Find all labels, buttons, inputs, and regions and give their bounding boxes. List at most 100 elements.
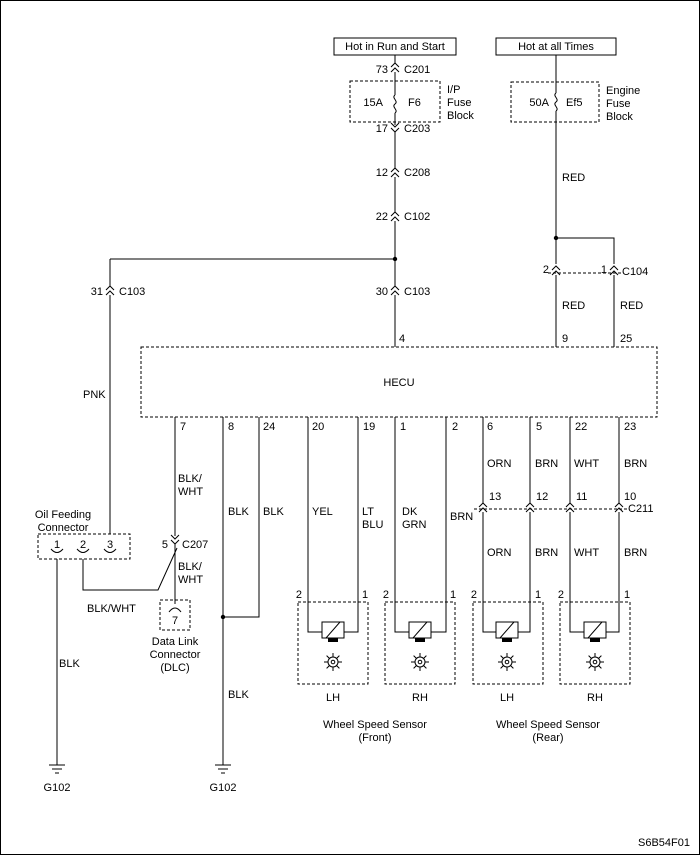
connector-c211-pin-11 bbox=[565, 502, 575, 513]
svg-text:BRN: BRN bbox=[535, 547, 558, 559]
svg-text:Block: Block bbox=[447, 110, 474, 122]
sensor-front-rh: 2 1 RH bbox=[383, 589, 456, 704]
svg-text:8: 8 bbox=[228, 421, 234, 433]
svg-text:BRN: BRN bbox=[535, 458, 558, 470]
svg-text:9: 9 bbox=[562, 333, 568, 345]
svg-text:6: 6 bbox=[487, 421, 493, 433]
svg-text:2: 2 bbox=[383, 589, 389, 601]
svg-text:24: 24 bbox=[263, 421, 275, 433]
svg-text:G102: G102 bbox=[210, 782, 237, 794]
svg-text:C211: C211 bbox=[628, 503, 653, 515]
ip-fuse-block: 15A F6 I/P Fuse Block bbox=[349, 80, 474, 123]
connector-c103-mid bbox=[390, 285, 400, 296]
gear-icon bbox=[585, 652, 605, 672]
svg-text:5: 5 bbox=[162, 539, 168, 551]
svg-text:BLK: BLK bbox=[228, 689, 249, 701]
svg-text:Engine: Engine bbox=[606, 85, 640, 97]
connector-c201 bbox=[390, 62, 400, 73]
svg-text:(Front): (Front) bbox=[359, 732, 392, 744]
svg-text:Wheel Speed Sensor: Wheel Speed Sensor bbox=[323, 719, 427, 731]
svg-text:5: 5 bbox=[536, 421, 542, 433]
svg-text:20: 20 bbox=[312, 421, 324, 433]
ground-right-icon: G102 bbox=[210, 764, 237, 794]
svg-text:BRN: BRN bbox=[624, 547, 647, 559]
svg-text:WHT: WHT bbox=[178, 574, 203, 586]
power-box-all-times: Hot at all Times bbox=[495, 37, 617, 56]
svg-text:2: 2 bbox=[471, 589, 477, 601]
connector-c211-pin-12 bbox=[525, 502, 535, 513]
svg-text:2: 2 bbox=[543, 264, 549, 276]
svg-text:2: 2 bbox=[452, 421, 458, 433]
svg-text:WHT: WHT bbox=[178, 486, 203, 498]
svg-text:BLK: BLK bbox=[263, 506, 284, 518]
svg-text:30: 30 bbox=[376, 286, 388, 298]
svg-text:BLK: BLK bbox=[59, 658, 80, 670]
svg-text:WHT: WHT bbox=[574, 458, 599, 470]
connector-c208 bbox=[390, 167, 400, 178]
svg-text:HECU: HECU bbox=[383, 377, 414, 389]
svg-text:1: 1 bbox=[624, 589, 630, 601]
svg-text:1: 1 bbox=[362, 589, 368, 601]
svg-text:1: 1 bbox=[450, 589, 456, 601]
svg-text:RH: RH bbox=[412, 692, 428, 704]
connector-c104-pin-1 bbox=[609, 265, 619, 276]
svg-text:C203: C203 bbox=[404, 123, 430, 135]
svg-text:LH: LH bbox=[326, 692, 340, 704]
svg-text:1: 1 bbox=[54, 539, 60, 551]
svg-text:G102: G102 bbox=[44, 782, 71, 794]
svg-text:PNK: PNK bbox=[83, 389, 106, 401]
svg-text:C207: C207 bbox=[182, 539, 208, 551]
svg-text:1: 1 bbox=[400, 421, 406, 433]
engine-fuse-block: 50A Ef5 Engine Fuse Block bbox=[510, 81, 640, 123]
sensor-rear-rh: 2 1 RH bbox=[558, 589, 631, 704]
connector-c207 bbox=[170, 534, 180, 545]
svg-text:23: 23 bbox=[624, 421, 636, 433]
svg-text:Oil Feeding: Oil Feeding bbox=[35, 509, 91, 521]
svg-text:LT: LT bbox=[362, 506, 374, 518]
fuse-f6-icon bbox=[393, 94, 397, 114]
svg-text:YEL: YEL bbox=[312, 506, 333, 518]
figure-code: S6B54F01 bbox=[638, 837, 690, 849]
svg-text:DK: DK bbox=[402, 506, 418, 518]
connector-c103-left bbox=[105, 285, 115, 296]
svg-text:2: 2 bbox=[296, 589, 302, 601]
svg-text:2: 2 bbox=[558, 589, 564, 601]
svg-text:WHT: WHT bbox=[574, 547, 599, 559]
svg-text:73: 73 bbox=[376, 64, 388, 76]
gear-icon bbox=[323, 652, 343, 672]
connector-c211-pin-13 bbox=[478, 502, 488, 513]
svg-text:Block: Block bbox=[606, 111, 633, 123]
svg-text:50A: 50A bbox=[529, 97, 549, 109]
sensor-front-lh: 2 1 LH bbox=[296, 589, 369, 704]
svg-text:ORN: ORN bbox=[487, 458, 512, 470]
svg-text:GRN: GRN bbox=[402, 519, 427, 531]
svg-text:BLK/: BLK/ bbox=[178, 561, 203, 573]
svg-text:Connector: Connector bbox=[38, 522, 89, 534]
sensor-rear-lh: 2 1 LH bbox=[471, 589, 544, 704]
svg-text:RED: RED bbox=[562, 172, 585, 184]
svg-text:7: 7 bbox=[172, 615, 178, 627]
svg-text:11: 11 bbox=[576, 491, 587, 503]
svg-text:Ef5: Ef5 bbox=[566, 97, 583, 109]
svg-text:C208: C208 bbox=[404, 167, 430, 179]
svg-text:RED: RED bbox=[620, 300, 643, 312]
svg-text:7: 7 bbox=[180, 421, 186, 433]
svg-text:1: 1 bbox=[601, 264, 607, 276]
connector-c211-pin-10 bbox=[614, 502, 624, 513]
gear-icon bbox=[410, 652, 430, 672]
svg-text:31: 31 bbox=[91, 286, 103, 298]
svg-text:1: 1 bbox=[535, 589, 541, 601]
svg-text:22: 22 bbox=[376, 211, 388, 223]
oil-feeding-connector: Oil Feeding Connector 1 2 3 bbox=[35, 509, 131, 560]
svg-text:C103: C103 bbox=[404, 286, 430, 298]
svg-text:BLK: BLK bbox=[228, 506, 249, 518]
svg-text:3: 3 bbox=[107, 539, 113, 551]
svg-text:LH: LH bbox=[500, 692, 514, 704]
svg-text:22: 22 bbox=[575, 421, 587, 433]
svg-text:RED: RED bbox=[562, 300, 585, 312]
svg-text:BRN: BRN bbox=[450, 511, 473, 523]
hecu-bottom-pins: 7 8 24 20 19 1 2 6 5 22 23 bbox=[180, 421, 636, 433]
svg-text:F6: F6 bbox=[408, 97, 421, 109]
